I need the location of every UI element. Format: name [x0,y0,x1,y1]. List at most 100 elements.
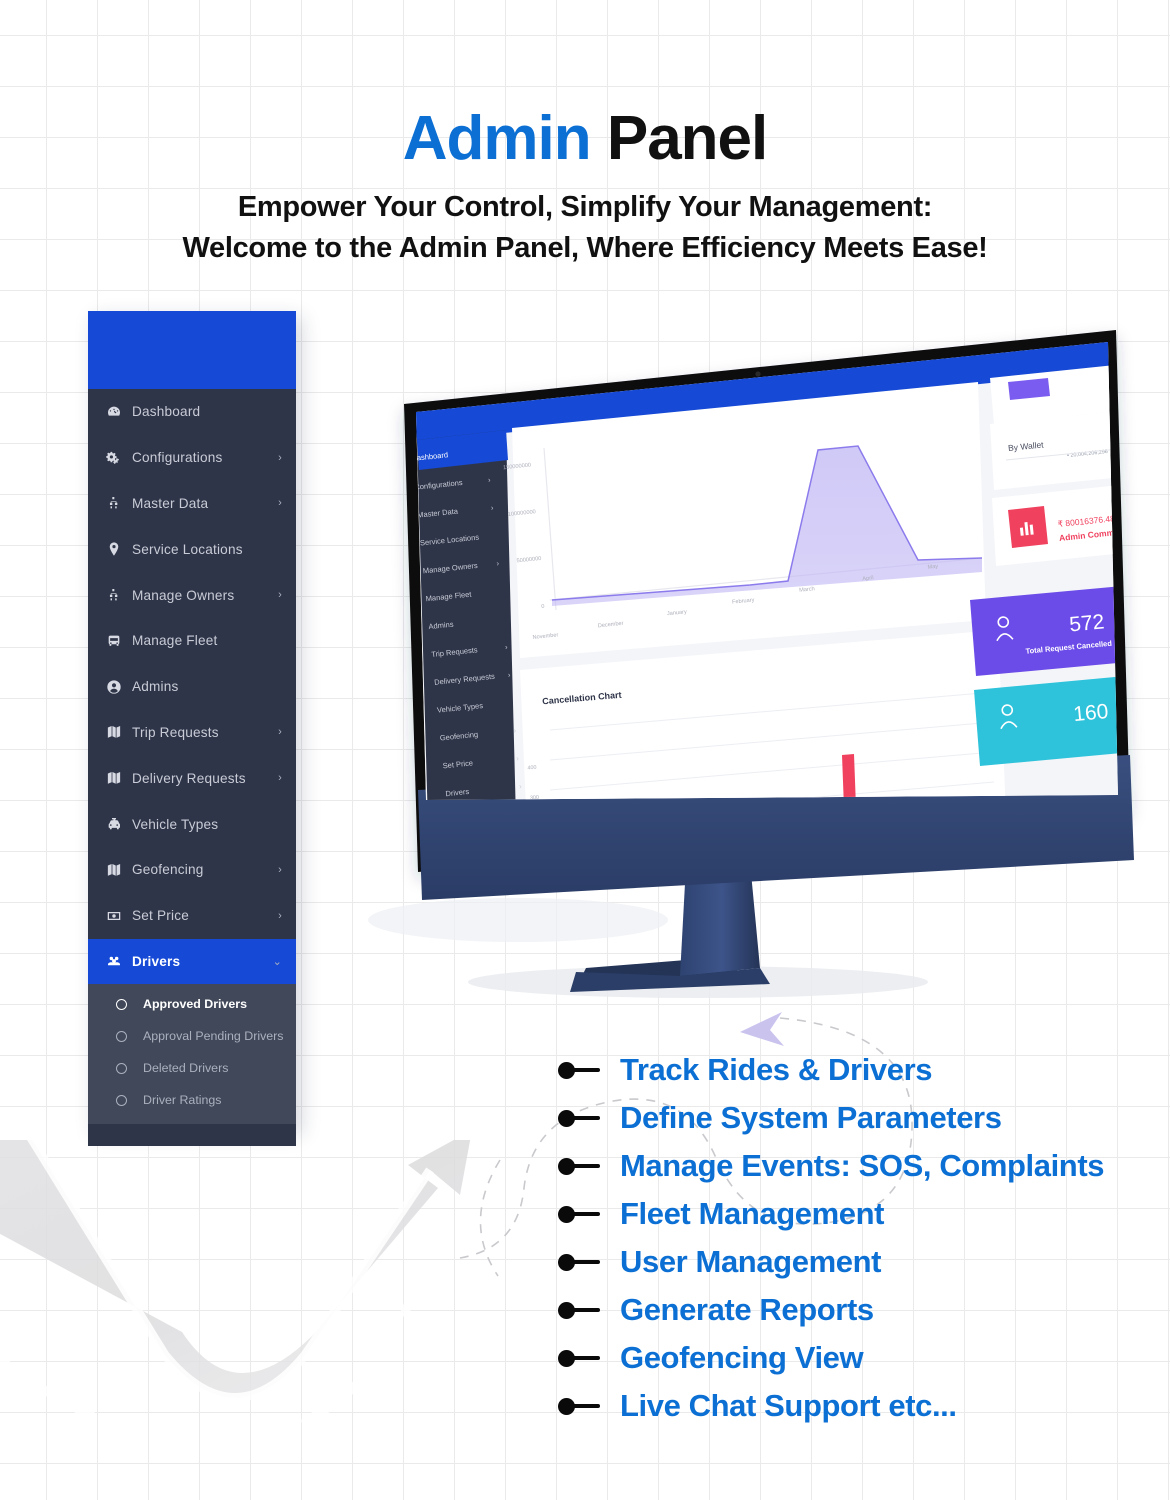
svg-text:Geofencing: Geofencing [439,730,478,743]
feature-label: Live Chat Support etc... [620,1388,957,1423]
chevron-icon: ⌄ [272,955,282,968]
chevron-icon: › [278,863,282,876]
sidebar-item-vehicle-types[interactable]: Vehicle Types [88,801,296,847]
page-title-accent: Admin [402,104,592,173]
chevron-icon: › [278,772,282,785]
svg-text:March: March [799,586,815,594]
svg-text:Admins: Admins [428,620,454,632]
svg-text:February: February [732,597,755,605]
radio-circle-icon [116,1094,127,1106]
chevron-icon: › [278,909,282,922]
page-title: Admin Panel [0,106,1170,171]
sidebar-item-configurations[interactable]: Configurations › [88,435,296,481]
feature-item: Geofencing View [556,1334,1104,1382]
bullet-pin-icon [556,1396,610,1416]
map-pin-icon [106,541,132,557]
sidebar-subitem-approved-drivers[interactable]: Approved Drivers [88,988,296,1020]
page-header: Admin Panel Empower Your Control, Simpli… [0,106,1170,269]
sidebar-subitem-label: Approval Pending Drivers [143,1029,284,1044]
sidebar-subitem-deleted-drivers[interactable]: Deleted Drivers [88,1052,296,1084]
bullet-pin-icon [556,1252,610,1272]
sidebar-brand-header [88,311,296,389]
svg-text:Dashboard: Dashboard [411,450,448,463]
gears-icon [106,450,132,466]
page-subtitle-line2: Welcome to the Admin Panel, Where Effici… [182,232,988,265]
sidebar-subitem-label: Driver Ratings [143,1093,222,1108]
radio-circle-icon [116,1030,127,1042]
feature-label: User Management [620,1244,882,1279]
svg-text:• 20,004,206,296: • 20,004,206,296 [1067,449,1108,459]
svg-text:›: › [513,726,517,735]
chevron-icon: › [278,451,282,464]
taxi-icon [106,816,132,832]
feature-item: Track Rides & Drivers [556,1046,1104,1094]
svg-text:Master Data: Master Data [417,506,459,519]
sidebar-item-manage-fleet[interactable]: Manage Fleet [88,618,296,664]
money-icon [106,908,132,924]
sidebar-item-trip-requests[interactable]: Trip Requests› [88,710,296,756]
svg-text:December: December [598,621,624,630]
svg-text:›: › [490,503,494,512]
sidebar-item-geofencing[interactable]: Geofencing› [88,847,296,893]
sidebar-item-label: Drivers [132,953,181,969]
sidebar-item-label: Configurations [132,450,223,466]
chevron-icon: › [278,497,282,510]
sidebar-item-manage-owners[interactable]: Manage Owners› [88,572,296,618]
arrow-watermark-graphic [0,1140,471,1449]
sidebar-item-label: Vehicle Types [132,816,219,832]
sidebar-subitem-driver-ratings[interactable]: Driver Ratings [88,1084,296,1116]
svg-text:572: 572 [1068,610,1105,636]
radio-circle-icon [116,998,127,1010]
sitemap-icon [106,495,132,511]
sidebar-item-master-data[interactable]: Master Data› [88,481,296,527]
chevron-icon: › [278,589,282,602]
sidebar-item-drivers[interactable]: Drivers ⌄ [88,938,296,985]
chevron-icon: › [278,726,282,739]
bus-icon [106,633,132,649]
svg-text:›: › [496,559,500,568]
feature-label: Track Rides & Drivers [620,1052,933,1087]
map-icon [106,862,132,878]
sidebar-item-dashboard[interactable]: Dashboard [88,389,296,435]
sidebar-footer-spacer [88,1124,296,1147]
svg-text:April: April [862,575,874,582]
dashed-curve-decoration [459,1012,913,1277]
sidebar-item-label: Delivery Requests [132,770,246,786]
radio-circle-icon [116,1062,127,1074]
feature-label: Manage Events: SOS, Complaints [620,1148,1105,1183]
bullet-pin-icon [556,1300,610,1320]
svg-text:May: May [927,564,938,571]
feature-label: Geofencing View [620,1340,864,1375]
svg-text:150000000: 150000000 [503,462,531,471]
sidebar-item-label: Manage Fleet [132,633,218,649]
feature-item: Live Chat Support etc... [556,1382,1104,1430]
feature-label: Define System Parameters [620,1100,1002,1135]
desktop-monitor-mockup: Dashboard Configurations› Master Data› S… [368,330,1134,998]
svg-text:›: › [516,754,520,763]
svg-text:January: January [667,609,688,617]
speedometer-icon [106,404,132,420]
sidebar-subitem-approval-pending-drivers[interactable]: Approval Pending Drivers [88,1020,296,1052]
svg-text:Set Price: Set Price [442,758,473,770]
sidebar-item-admins[interactable]: Admins [88,664,296,710]
bullet-pin-icon [556,1204,610,1224]
sidebar-item-label: Service Locations [132,541,243,557]
page-subtitle: Empower Your Control, Simplify Your Mana… [0,187,1170,269]
svg-text:›: › [488,475,492,484]
sidebar-subitem-label: Approved Drivers [143,997,247,1012]
bullet-pin-icon [556,1156,610,1176]
map-icon [106,724,132,740]
sidebar-item-delivery-requests[interactable]: Delivery Requests › [88,755,296,801]
sidebar-item-label: Admins [132,679,179,695]
sidebar-item-service-locations[interactable]: Service Locations [88,526,296,572]
sitemap-icon [106,587,132,603]
sidebar-item-set-price[interactable]: Set Price› [88,893,296,939]
feature-label: Fleet Management [620,1196,885,1231]
feature-item: User Management [556,1238,1104,1286]
feature-item: Fleet Management [556,1190,1104,1238]
svg-text:›: › [507,670,511,679]
bullet-pin-icon [556,1060,610,1080]
feature-item: Define System Parameters [556,1094,1104,1142]
